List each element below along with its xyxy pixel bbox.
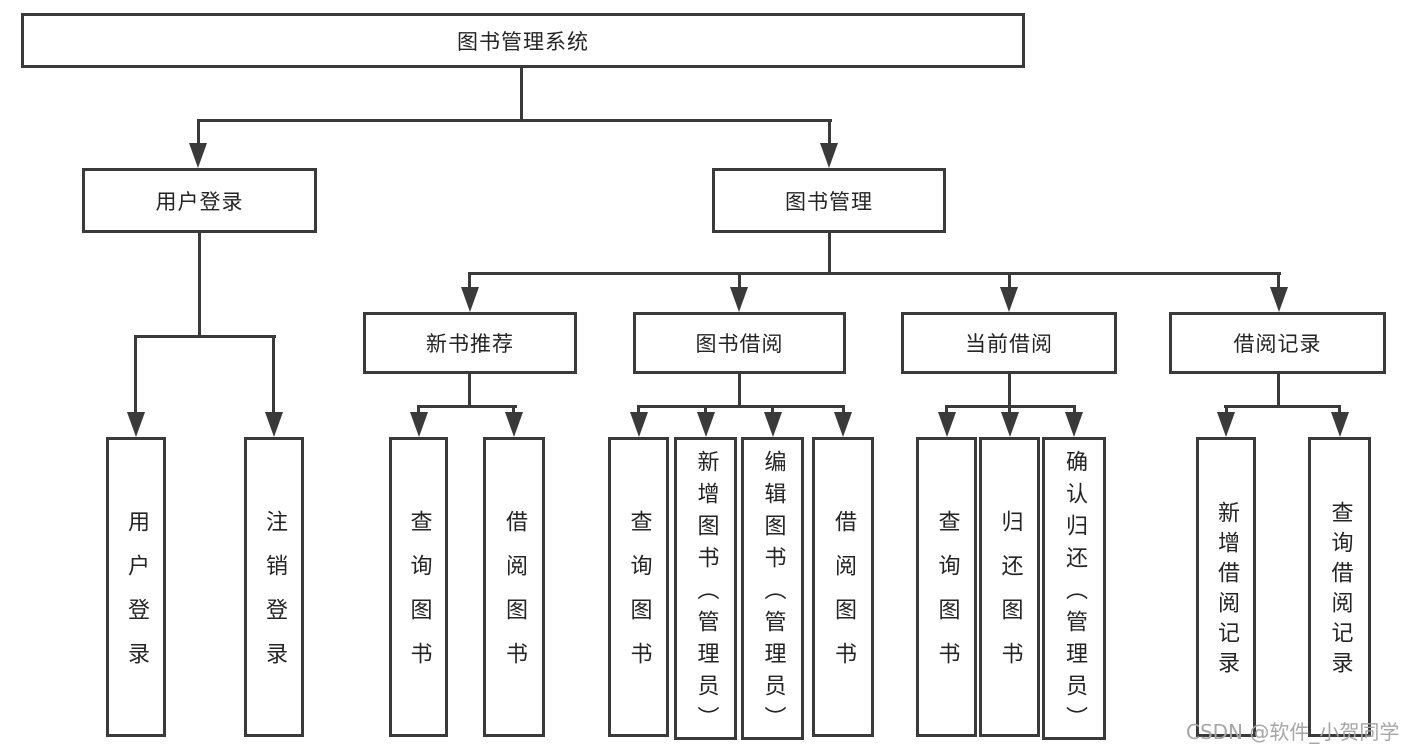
leaf-return-books: 归还图书 xyxy=(979,437,1040,737)
leaf-label: 新增借阅记录 xyxy=(1214,501,1239,681)
leaf-label: 查询借阅记录 xyxy=(1327,501,1353,681)
node-label: 图书管理 xyxy=(785,189,873,214)
connector-line xyxy=(842,408,845,414)
arrow-down-icon xyxy=(1065,412,1083,437)
leaf-edit-book-admin: 编辑图书（管理员） xyxy=(741,437,804,740)
arrow-down-icon xyxy=(1001,412,1019,437)
leaf-label: 用户登录 xyxy=(124,510,149,686)
leaf-logout: 注销登录 xyxy=(244,437,304,737)
arrow-down-icon xyxy=(1331,412,1349,437)
connector-line xyxy=(468,272,1281,275)
connector-line xyxy=(771,408,774,414)
connector-line xyxy=(198,233,201,335)
connector-line xyxy=(637,408,640,414)
leaf-label: 查询图书 xyxy=(626,510,652,686)
connector-line xyxy=(468,374,471,405)
connector-line xyxy=(134,338,137,414)
arrow-down-icon xyxy=(1217,412,1235,437)
connector-line xyxy=(520,68,523,119)
arrow-down-icon xyxy=(820,143,838,168)
arrow-down-icon xyxy=(938,412,956,437)
leaf-confirm-return-admin: 确认归还（管理员） xyxy=(1042,437,1106,740)
connector-line xyxy=(1008,275,1011,289)
leaf-label: 查询图书 xyxy=(406,510,432,686)
connector-line xyxy=(417,408,420,414)
arrow-down-icon xyxy=(505,412,523,437)
arrow-down-icon xyxy=(697,412,715,437)
node-label: 当前借阅 xyxy=(965,332,1053,356)
leaf-label: 借阅图书 xyxy=(831,510,856,686)
arrow-down-icon xyxy=(410,412,428,437)
leaf-label: 新增图书（管理员） xyxy=(693,449,719,738)
leaf-label: 查询图书 xyxy=(934,510,960,686)
connector-line xyxy=(1225,408,1228,414)
node-label: 新书推荐 xyxy=(426,332,514,356)
connector-line xyxy=(512,408,515,414)
node-user-login: 用户登录 xyxy=(82,168,317,233)
node-label: 图书借阅 xyxy=(695,332,784,356)
arrow-down-icon xyxy=(461,287,479,312)
connector-line xyxy=(828,233,831,272)
arrow-down-icon xyxy=(1000,287,1018,312)
connector-line xyxy=(468,275,471,289)
arrow-down-icon xyxy=(834,412,852,437)
arrow-down-icon xyxy=(1270,287,1288,312)
node-book-management: 图书管理 xyxy=(712,168,946,233)
connector-line xyxy=(738,275,741,289)
connector-line xyxy=(1224,405,1341,408)
connector-line xyxy=(197,122,200,145)
connector-line xyxy=(828,122,831,145)
connector-line xyxy=(134,335,276,338)
leaf-query-books-2: 查询图书 xyxy=(608,437,669,737)
leaf-label: 归还图书 xyxy=(997,510,1023,686)
arrow-down-icon xyxy=(630,412,648,437)
leaf-label: 确认归还（管理员） xyxy=(1062,449,1087,738)
leaf-query-books-1: 查询图书 xyxy=(389,437,448,737)
connector-line xyxy=(1073,408,1076,414)
node-label: 图书管理系统 xyxy=(457,29,589,54)
arrow-down-icon xyxy=(764,412,782,437)
leaf-borrow-books-1: 借阅图书 xyxy=(483,437,545,737)
arrow-down-icon xyxy=(189,143,207,168)
node-current-borrowing: 当前借阅 xyxy=(901,312,1117,374)
leaf-add-borrow-record: 新增借阅记录 xyxy=(1196,437,1256,737)
leaf-query-books-3: 查询图书 xyxy=(916,437,977,737)
leaf-label: 编辑图书（管理员） xyxy=(760,449,786,738)
leaf-borrow-books-2: 借阅图书 xyxy=(812,437,874,737)
node-new-book-recommend: 新书推荐 xyxy=(363,312,577,374)
node-borrowing-records: 借阅记录 xyxy=(1169,312,1386,374)
connector-line xyxy=(197,119,832,122)
connector-line xyxy=(417,405,517,408)
connector-line xyxy=(272,338,275,414)
connector-line xyxy=(945,405,1076,408)
node-label: 用户登录 xyxy=(155,189,244,214)
connector-line xyxy=(945,408,948,414)
leaf-label: 注销登录 xyxy=(262,510,287,686)
leaf-query-borrow-record: 查询借阅记录 xyxy=(1308,437,1371,737)
connector-line xyxy=(704,408,707,414)
node-label: 借阅记录 xyxy=(1233,332,1322,356)
node-book-borrowing: 图书借阅 xyxy=(633,312,846,374)
node-library-system: 图书管理系统 xyxy=(21,13,1025,68)
connector-line xyxy=(637,405,845,408)
connector-line xyxy=(1008,374,1011,405)
connector-line xyxy=(1008,408,1011,414)
leaf-user-login: 用户登录 xyxy=(106,437,166,737)
connector-line xyxy=(1277,374,1280,405)
arrow-down-icon xyxy=(265,412,283,437)
connector-line xyxy=(1338,408,1341,414)
arrow-down-icon xyxy=(730,287,748,312)
connector-line xyxy=(1277,275,1280,289)
arrow-down-icon xyxy=(127,412,145,437)
connector-line xyxy=(738,374,741,405)
leaf-label: 借阅图书 xyxy=(502,510,527,686)
leaf-add-book-admin: 新增图书（管理员） xyxy=(674,437,737,740)
watermark-text: CSDN @软件_小贺同学 xyxy=(1186,720,1400,744)
